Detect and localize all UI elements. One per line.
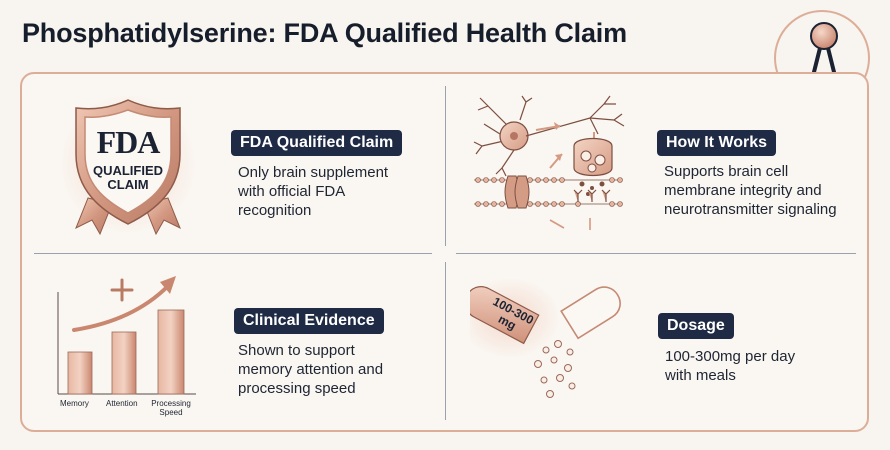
badge-label-qualified: QUALIFIED <box>92 163 164 178</box>
neuron-icon <box>473 95 625 230</box>
how-desc-line: Supports brain cell <box>664 163 789 180</box>
evidence-desc-line: Shown to support <box>238 342 355 359</box>
bar-memory <box>67 351 93 395</box>
bar-label-memory: Memory <box>60 399 89 408</box>
evidence-desc-line: memory attention and <box>238 361 384 378</box>
fda-desc-line: with official FDA <box>238 183 346 200</box>
fda-shield-badge <box>58 92 198 241</box>
page-title: Phosphatidylserine: FDA Qualified Health… <box>22 18 627 48</box>
dosage-heading: Dosage <box>658 313 734 339</box>
vertical-divider-top <box>445 86 446 246</box>
fda-logo-text: FDA <box>96 124 161 160</box>
how-desc-line: neurotransmitter signaling <box>664 201 837 218</box>
fda-claim-description: Only brain supplement with official FDA … <box>238 163 388 220</box>
dosage-desc-line: 100-300mg per day <box>665 348 796 365</box>
bar-label-speed: Speed <box>159 408 183 417</box>
capsule-illustration <box>460 272 640 417</box>
fda-desc-line: recognition <box>238 202 312 219</box>
bar-label-processing-speed: Processing Speed <box>148 399 194 417</box>
how-desc-line: membrane integrity and <box>664 182 822 199</box>
horizontal-divider-left <box>34 253 432 254</box>
bar-label-attention: Attention <box>106 399 138 408</box>
dosage-desc-line: with meals <box>665 367 736 384</box>
clinical-evidence-description: Shown to support memory attention and pr… <box>238 341 383 398</box>
how-it-works-description: Supports brain cell membrane integrity a… <box>664 162 837 219</box>
shield-icon <box>60 94 196 236</box>
how-it-works-heading: How It Works <box>657 130 777 156</box>
fda-claim-heading: FDA Qualified Claim <box>231 130 403 156</box>
badge-label-claim: CLAIM <box>107 177 149 192</box>
bar-chart-icon <box>57 276 196 395</box>
bar-label-processing: Processing <box>151 399 191 408</box>
vertical-divider-bottom <box>445 262 446 420</box>
fda-desc-line: Only brain supplement <box>238 164 389 181</box>
bar-processing-speed <box>157 309 185 395</box>
clinical-evidence-heading: Clinical Evidence <box>234 308 384 334</box>
neuron-synapse-illustration <box>470 92 630 245</box>
bar-attention <box>111 331 137 395</box>
horizontal-divider-right <box>456 253 856 254</box>
evidence-desc-line: processing speed <box>238 380 356 397</box>
dosage-description: 100-300mg per day with meals <box>665 347 795 385</box>
capsule-icon <box>460 278 621 398</box>
evidence-bar-chart <box>52 270 202 425</box>
